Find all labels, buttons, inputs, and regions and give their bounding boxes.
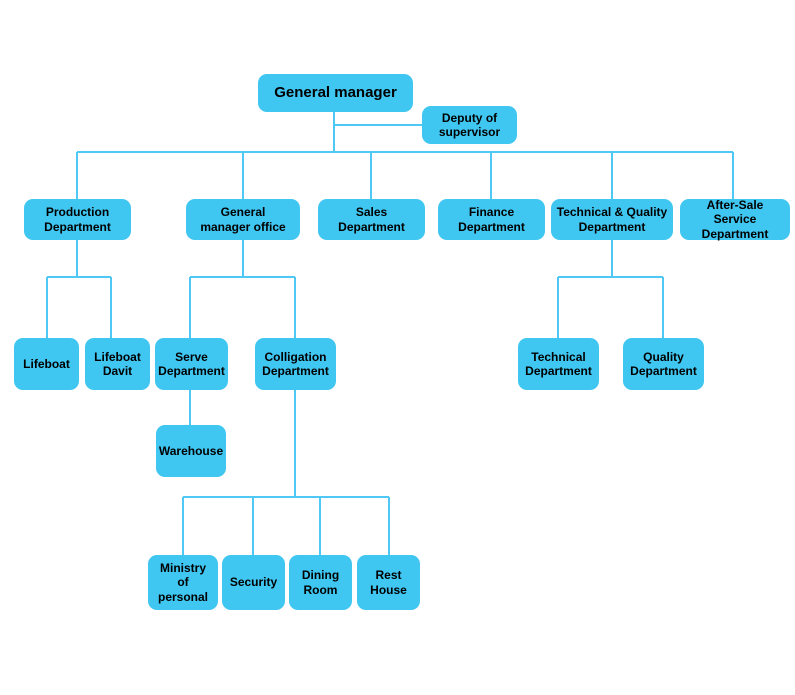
- org-node-dining-room[interactable]: Dining Room: [289, 555, 352, 610]
- org-node-colligation-department[interactable]: Colligation Department: [255, 338, 336, 390]
- org-node-technical-quality-department[interactable]: Technical & Quality Department: [551, 199, 673, 240]
- org-node-rest-house[interactable]: Rest House: [357, 555, 420, 610]
- org-node-quality-department[interactable]: Quality Department: [623, 338, 704, 390]
- org-node-production-department[interactable]: Production Department: [24, 199, 131, 240]
- org-node-lifeboat-davit[interactable]: Lifeboat Davit: [85, 338, 150, 390]
- org-node-serve-department[interactable]: Serve Department: [155, 338, 228, 390]
- org-node-sales-department[interactable]: Sales Department: [318, 199, 425, 240]
- org-node-general-manager[interactable]: General manager: [258, 74, 413, 112]
- org-node-deputy-of-supervisor[interactable]: Deputy of supervisor: [422, 106, 517, 144]
- org-node-lifeboat[interactable]: Lifeboat: [14, 338, 79, 390]
- org-node-security[interactable]: Security: [222, 555, 285, 610]
- org-node-general-manager-office[interactable]: General manager office: [186, 199, 300, 240]
- org-node-ministry-of-personal[interactable]: Ministry of personal: [148, 555, 218, 610]
- org-node-warehouse[interactable]: Warehouse: [156, 425, 226, 477]
- org-node-technical-department[interactable]: Technical Department: [518, 338, 599, 390]
- org-node-finance-department[interactable]: Finance Department: [438, 199, 545, 240]
- org-node-after-sale-service-department[interactable]: After-Sale Service Department: [680, 198, 790, 241]
